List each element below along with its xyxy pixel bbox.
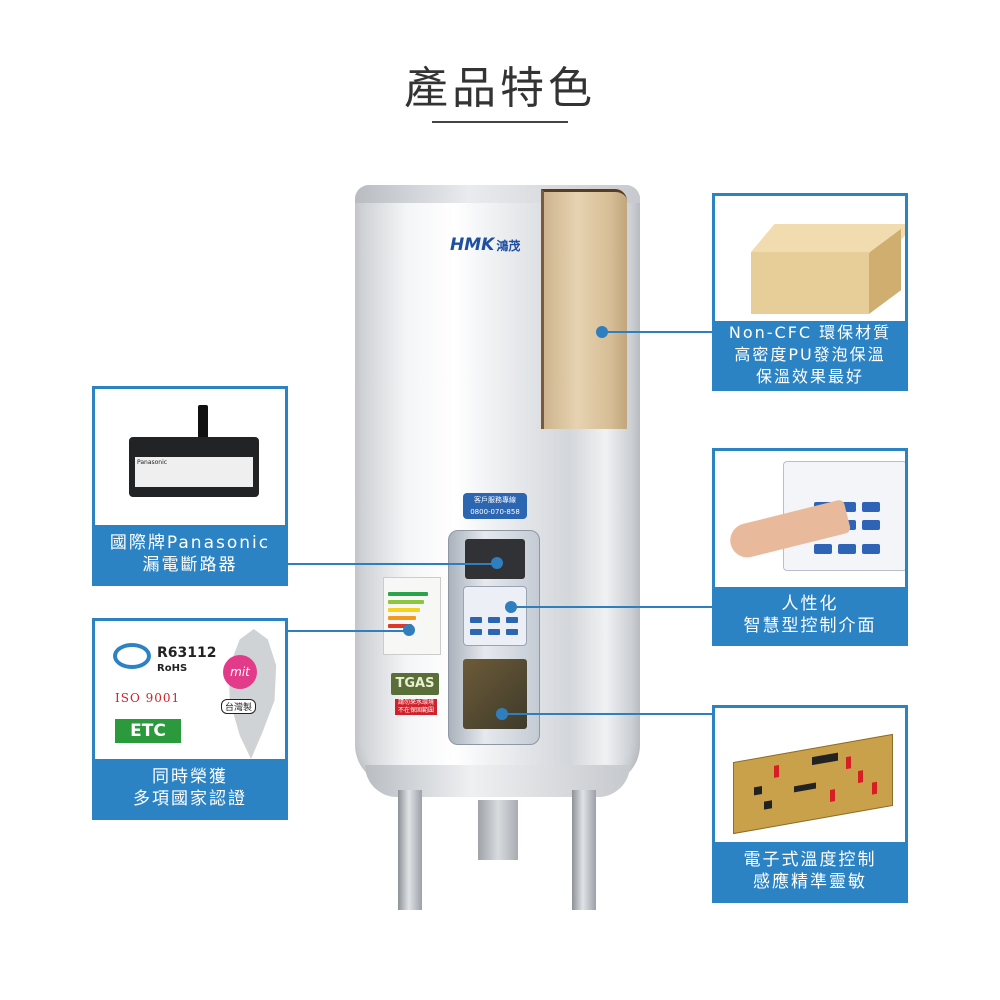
control-key [488, 617, 500, 623]
relay [872, 781, 877, 795]
control-key [506, 617, 518, 623]
warning-text-2: 不在保固範圍 [397, 707, 434, 714]
circuit-board-image [715, 708, 905, 842]
energy-bar [388, 624, 412, 628]
breaker-label: Panasonic [135, 457, 253, 487]
foam-front [751, 252, 869, 314]
feature-insulation: Non-CFC 環保材質 高密度PU發泡保溫 保溫效果最好 [712, 193, 908, 391]
caption-line: 感應精準靈敏 [753, 872, 867, 892]
heater-leg [572, 790, 596, 910]
relay [858, 770, 863, 784]
control-key [862, 544, 880, 554]
control-key [862, 502, 880, 512]
relay [846, 756, 851, 770]
caption-line: 高密度PU發泡保溫 [734, 344, 886, 364]
caption-line: Non-CFC 環保材質 [728, 322, 892, 342]
breaker-image: Panasonic [95, 389, 285, 525]
control-key [862, 520, 880, 530]
control-key [470, 629, 482, 635]
caption-line: 智慧型控制介面 [743, 616, 877, 636]
hotline-number: 0800-070-858 [470, 508, 520, 516]
chip [754, 785, 762, 796]
warning-text-1: 請勿來水環境 [397, 699, 434, 706]
caption-line: 電子式溫度控制 [743, 850, 877, 870]
feature-breaker: Panasonic 國際牌Panasonic 漏電斷路器 [92, 386, 288, 586]
feature-certifications-caption: 同時榮獲 多項國家認證 [95, 759, 285, 817]
caption-line: 多項國家認證 [133, 789, 247, 809]
warning-tag: 請勿來水環境 不在保固範圍 [395, 699, 437, 715]
callout-line [288, 630, 410, 632]
caption-line: 同時榮獲 [152, 767, 228, 787]
rohs-label: RoHS [157, 663, 188, 674]
energy-bar [388, 616, 416, 620]
made-in-taiwan-label: 台灣製 [221, 699, 257, 714]
mit-logo: mit [223, 655, 257, 689]
tgas-badge: TGAS [391, 673, 439, 695]
certifications-image: R63112 RoHS mit 台灣製 ISO 9001 ETC [95, 621, 285, 759]
feature-insulation-caption: Non-CFC 環保材質 高密度PU發泡保溫 保溫效果最好 [715, 321, 905, 388]
energy-bar [388, 592, 428, 596]
relay [774, 764, 779, 778]
callout-line [288, 563, 495, 565]
brand-logo-cn: 鴻茂 [496, 239, 521, 253]
bsmi-mark-icon [113, 643, 151, 669]
insulation-cutaway [541, 189, 627, 429]
brand-logo-text: HMK [450, 235, 495, 255]
breaker-switch [198, 405, 208, 441]
feature-control-caption: 人性化 智慧型控制介面 [715, 587, 905, 643]
hotline-badge: 客戶服務專線 0800-070-858 [463, 493, 527, 519]
circuit-board [733, 733, 893, 835]
callout-dot [403, 624, 415, 636]
chip [764, 800, 772, 810]
control-key [838, 544, 856, 554]
energy-bar [388, 600, 424, 604]
breaker-brand: Panasonic [137, 459, 168, 466]
iso-label: ISO 9001 [115, 691, 181, 705]
control-key [506, 629, 518, 635]
energy-label [383, 577, 441, 655]
caption-line: 人性化 [781, 594, 839, 614]
feature-control: 人性化 智慧型控制介面 [712, 448, 908, 646]
callout-dot [491, 557, 503, 569]
callout-line [511, 606, 712, 608]
page-title: 產品特色 [404, 63, 596, 114]
callout-line [502, 713, 712, 715]
cert-code: R63112 [157, 645, 217, 661]
control-key [488, 629, 500, 635]
chip [794, 782, 816, 793]
control-window [463, 586, 527, 646]
chip [812, 752, 838, 766]
taiwan-map-icon [228, 629, 277, 759]
feature-certifications: R63112 RoHS mit 台灣製 ISO 9001 ETC 同時榮獲 多項… [92, 618, 288, 820]
relay [830, 789, 835, 803]
foam-block-image [715, 196, 905, 324]
feature-sensor: 電子式溫度控制 感應精準靈敏 [712, 705, 908, 903]
heater-leg [398, 790, 422, 910]
caption-line: 保溫效果最好 [755, 366, 864, 386]
caption-line: 國際牌Panasonic [109, 533, 271, 553]
title-underline [432, 121, 568, 123]
etc-logo: ETC [115, 719, 181, 743]
control-panel-image [715, 451, 905, 587]
hotline-label: 客戶服務專線 [474, 496, 516, 504]
control-key [838, 502, 856, 512]
caption-line: 漏電斷路器 [142, 555, 238, 575]
control-key [814, 544, 832, 554]
circuit-window [463, 659, 527, 729]
feature-breaker-caption: 國際牌Panasonic 漏電斷路器 [95, 525, 285, 583]
feature-sensor-caption: 電子式溫度控制 感應精準靈敏 [715, 842, 905, 900]
heater-drain-pipe [478, 800, 518, 860]
control-key [470, 617, 482, 623]
energy-bar [388, 608, 420, 612]
callout-line [602, 331, 712, 333]
